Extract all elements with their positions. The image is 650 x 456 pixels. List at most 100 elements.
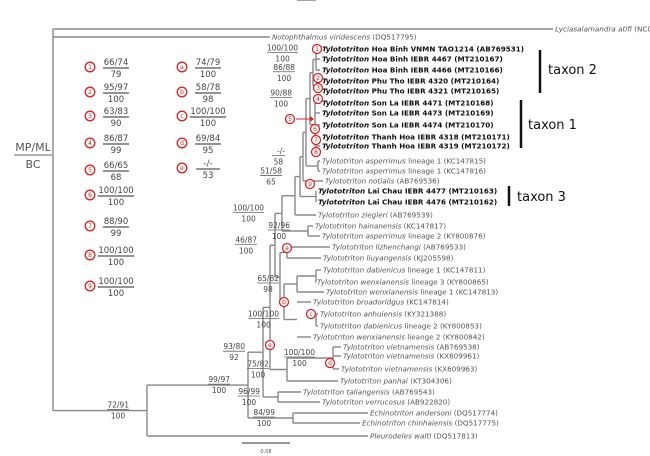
taxon-2-label: taxon 2	[548, 63, 597, 78]
taxon-detail: lineage 3 (KY800865)	[409, 278, 489, 287]
support-mp-ml: 75/82	[247, 360, 269, 369]
support-bc: 100	[256, 321, 271, 330]
taxon-name: Tylototriton verrucosus	[322, 398, 405, 407]
svg-text:8: 8	[314, 149, 318, 156]
node-marker-8: 8	[310, 146, 322, 158]
taxon-2-bracket: taxon 2	[538, 50, 597, 93]
taxon-name: Lyciasalamandra atifi	[555, 25, 632, 34]
taxon-name: Tylototriton	[322, 45, 369, 54]
support-mp-ml: 100/100	[233, 203, 264, 212]
svg-text:a: a	[180, 64, 184, 71]
taxon-name: Tylototriton hainanensis	[315, 222, 402, 231]
taxon-name: Tylototriton	[322, 99, 369, 108]
mp-ml-bc-key: MP/ML BC	[14, 141, 52, 171]
taxon-detail: Lai Chau IEBR 4477 (MT210163)	[365, 187, 497, 196]
taxon-label: Tylototriton taliangensis (AB769543)	[303, 388, 435, 397]
taxon-name: Tylototriton wenxianensis	[326, 288, 418, 297]
support-bc: 100	[272, 232, 287, 241]
taxon-detail: (KT304306)	[408, 377, 452, 386]
taxon-label: Tylototriton vietnamensis (KX609961)	[343, 352, 480, 361]
taxon-label: Tylototriton wenxianensis lieange 2 (KY8…	[313, 333, 485, 342]
taxon-detail: lineage 1 (KC147813)	[418, 288, 498, 297]
support-mp-ml: -/-	[277, 147, 285, 156]
node-marker-4: 4	[312, 93, 324, 105]
scale-bar: 0.08	[242, 442, 290, 455]
taxon-name: Pleurodeles waltl	[370, 432, 431, 441]
legend-bc: 99	[111, 146, 122, 156]
legend-bc: 90	[111, 119, 122, 129]
bc-label: BC	[25, 158, 40, 171]
support-value: -/- 58	[271, 147, 285, 167]
taxon-name: Tylototriton	[318, 187, 365, 196]
taxon-name: Tylototriton asperrimus	[322, 167, 406, 176]
mp-ml-label: MP/ML	[15, 141, 51, 154]
taxon-name: Tylototriton taliangensis	[303, 388, 390, 397]
taxon-label: Tylototriton Thanh Hoa IEBR 4319 (MT2101…	[322, 142, 510, 151]
taxon-detail: lineage 2 (KY800853)	[402, 322, 482, 331]
scale-bar-label: 0.08	[260, 449, 271, 455]
svg-text:b: b	[282, 299, 286, 306]
taxon-detail: Hoa Binh VNMN TAO1214 (AB769531)	[369, 45, 524, 54]
taxon-name: Tylototriton ziegleri	[318, 211, 388, 220]
svg-text:e: e	[268, 342, 272, 349]
legend-bc: 100	[108, 289, 124, 299]
arrowhead-icon	[310, 116, 314, 122]
taxon-detail: Phu Tho IEBR 4321 (MT210165)	[369, 87, 499, 96]
support-bc: 100	[212, 386, 227, 395]
taxon-detail: (KC147814)	[404, 298, 449, 307]
legend-mp-ml: 66/74	[104, 58, 129, 68]
taxon-name: Tylototriton vietnamensis	[343, 352, 435, 361]
support-bc: 58	[274, 158, 284, 167]
node-marker-5: 5	[284, 113, 296, 125]
taxon-detail: (DQ517813)	[431, 432, 478, 441]
taxon-detail: Phu Tho IEBR 4320 (MT210164)	[369, 77, 499, 86]
support-bc: 92	[229, 353, 239, 362]
taxon-label: Tylototriton Thanh Hoa IEBR 4318 (MT2101…	[322, 133, 510, 142]
taxon-name: Tylototriton	[322, 77, 369, 86]
taxon-name: Tylototriton wenxianensis	[313, 333, 405, 342]
support-mp-ml: 100/100	[248, 310, 279, 319]
taxon-label: Tylototriton asperrimus lineage 1 (KC147…	[322, 167, 486, 176]
legend-bc: 100	[108, 95, 124, 105]
taxon-detail: Lai Chau IEBR 4476 (MT210162)	[365, 198, 497, 207]
taxon-name: Tylototriton anhuiensis	[320, 310, 402, 319]
support-mp-ml: 51/58	[260, 167, 282, 176]
support-mp-ml: 99/97	[208, 375, 230, 384]
taxon-detail: (DQ517795)	[370, 33, 417, 42]
taxon-label: Tylototriton Son La IEBR 4474 (MT210170)	[322, 121, 494, 130]
taxon-label: Tylototriton dabienicus lineage 2 (KY800…	[320, 322, 482, 331]
marker-circle	[84, 86, 96, 98]
taxon-detail: (NC002756)	[632, 25, 650, 34]
support-mp-ml: 92/96	[268, 221, 290, 230]
node-marker-a: a	[281, 242, 293, 254]
legend-item-e: e-/-53	[176, 159, 220, 181]
legend-bc: 79	[111, 70, 122, 80]
svg-text:9: 9	[88, 283, 92, 290]
taxon-detail: Son La IEBR 4471 (MT210168)	[369, 99, 493, 108]
taxon-label: Tylototriton panhai (KT304306)	[340, 377, 452, 386]
taxon-name: Tylototriton wenxianensis	[317, 278, 409, 287]
support-mp-ml: 72/91	[107, 401, 129, 410]
support-mp-ml: 86/88	[273, 63, 295, 72]
taxon-label: Tylototriton Son La IEBR 4473 (MT210169)	[322, 109, 494, 118]
support-mp-ml: 93/80	[223, 342, 245, 351]
support-bc: 100	[239, 246, 254, 255]
legend-mp-ml: 100/100	[98, 277, 133, 287]
node-marker-7: 7	[310, 134, 322, 146]
support-value: 51/58 65	[260, 167, 282, 187]
taxon-name: Tylototriton asperrimus	[322, 157, 406, 166]
taxon-detail: (AB769533)	[421, 243, 466, 252]
support-bc: 65	[266, 178, 276, 187]
marker-circle	[176, 137, 188, 149]
taxon-label: Tylototriton vietnamensis (AB769538)	[343, 343, 480, 352]
taxon-label: Tylototriton asperrimus lineage 2 (KY800…	[322, 232, 486, 241]
svg-text:6: 6	[88, 192, 92, 199]
taxon-detail: (AB769536)	[394, 177, 439, 186]
legend-mp-ml: 86/87	[104, 134, 129, 144]
taxon-detail: Son La IEBR 4474 (MT210170)	[369, 121, 493, 130]
node-marker-c: c	[305, 308, 317, 320]
legend-bc: 100	[108, 198, 124, 208]
